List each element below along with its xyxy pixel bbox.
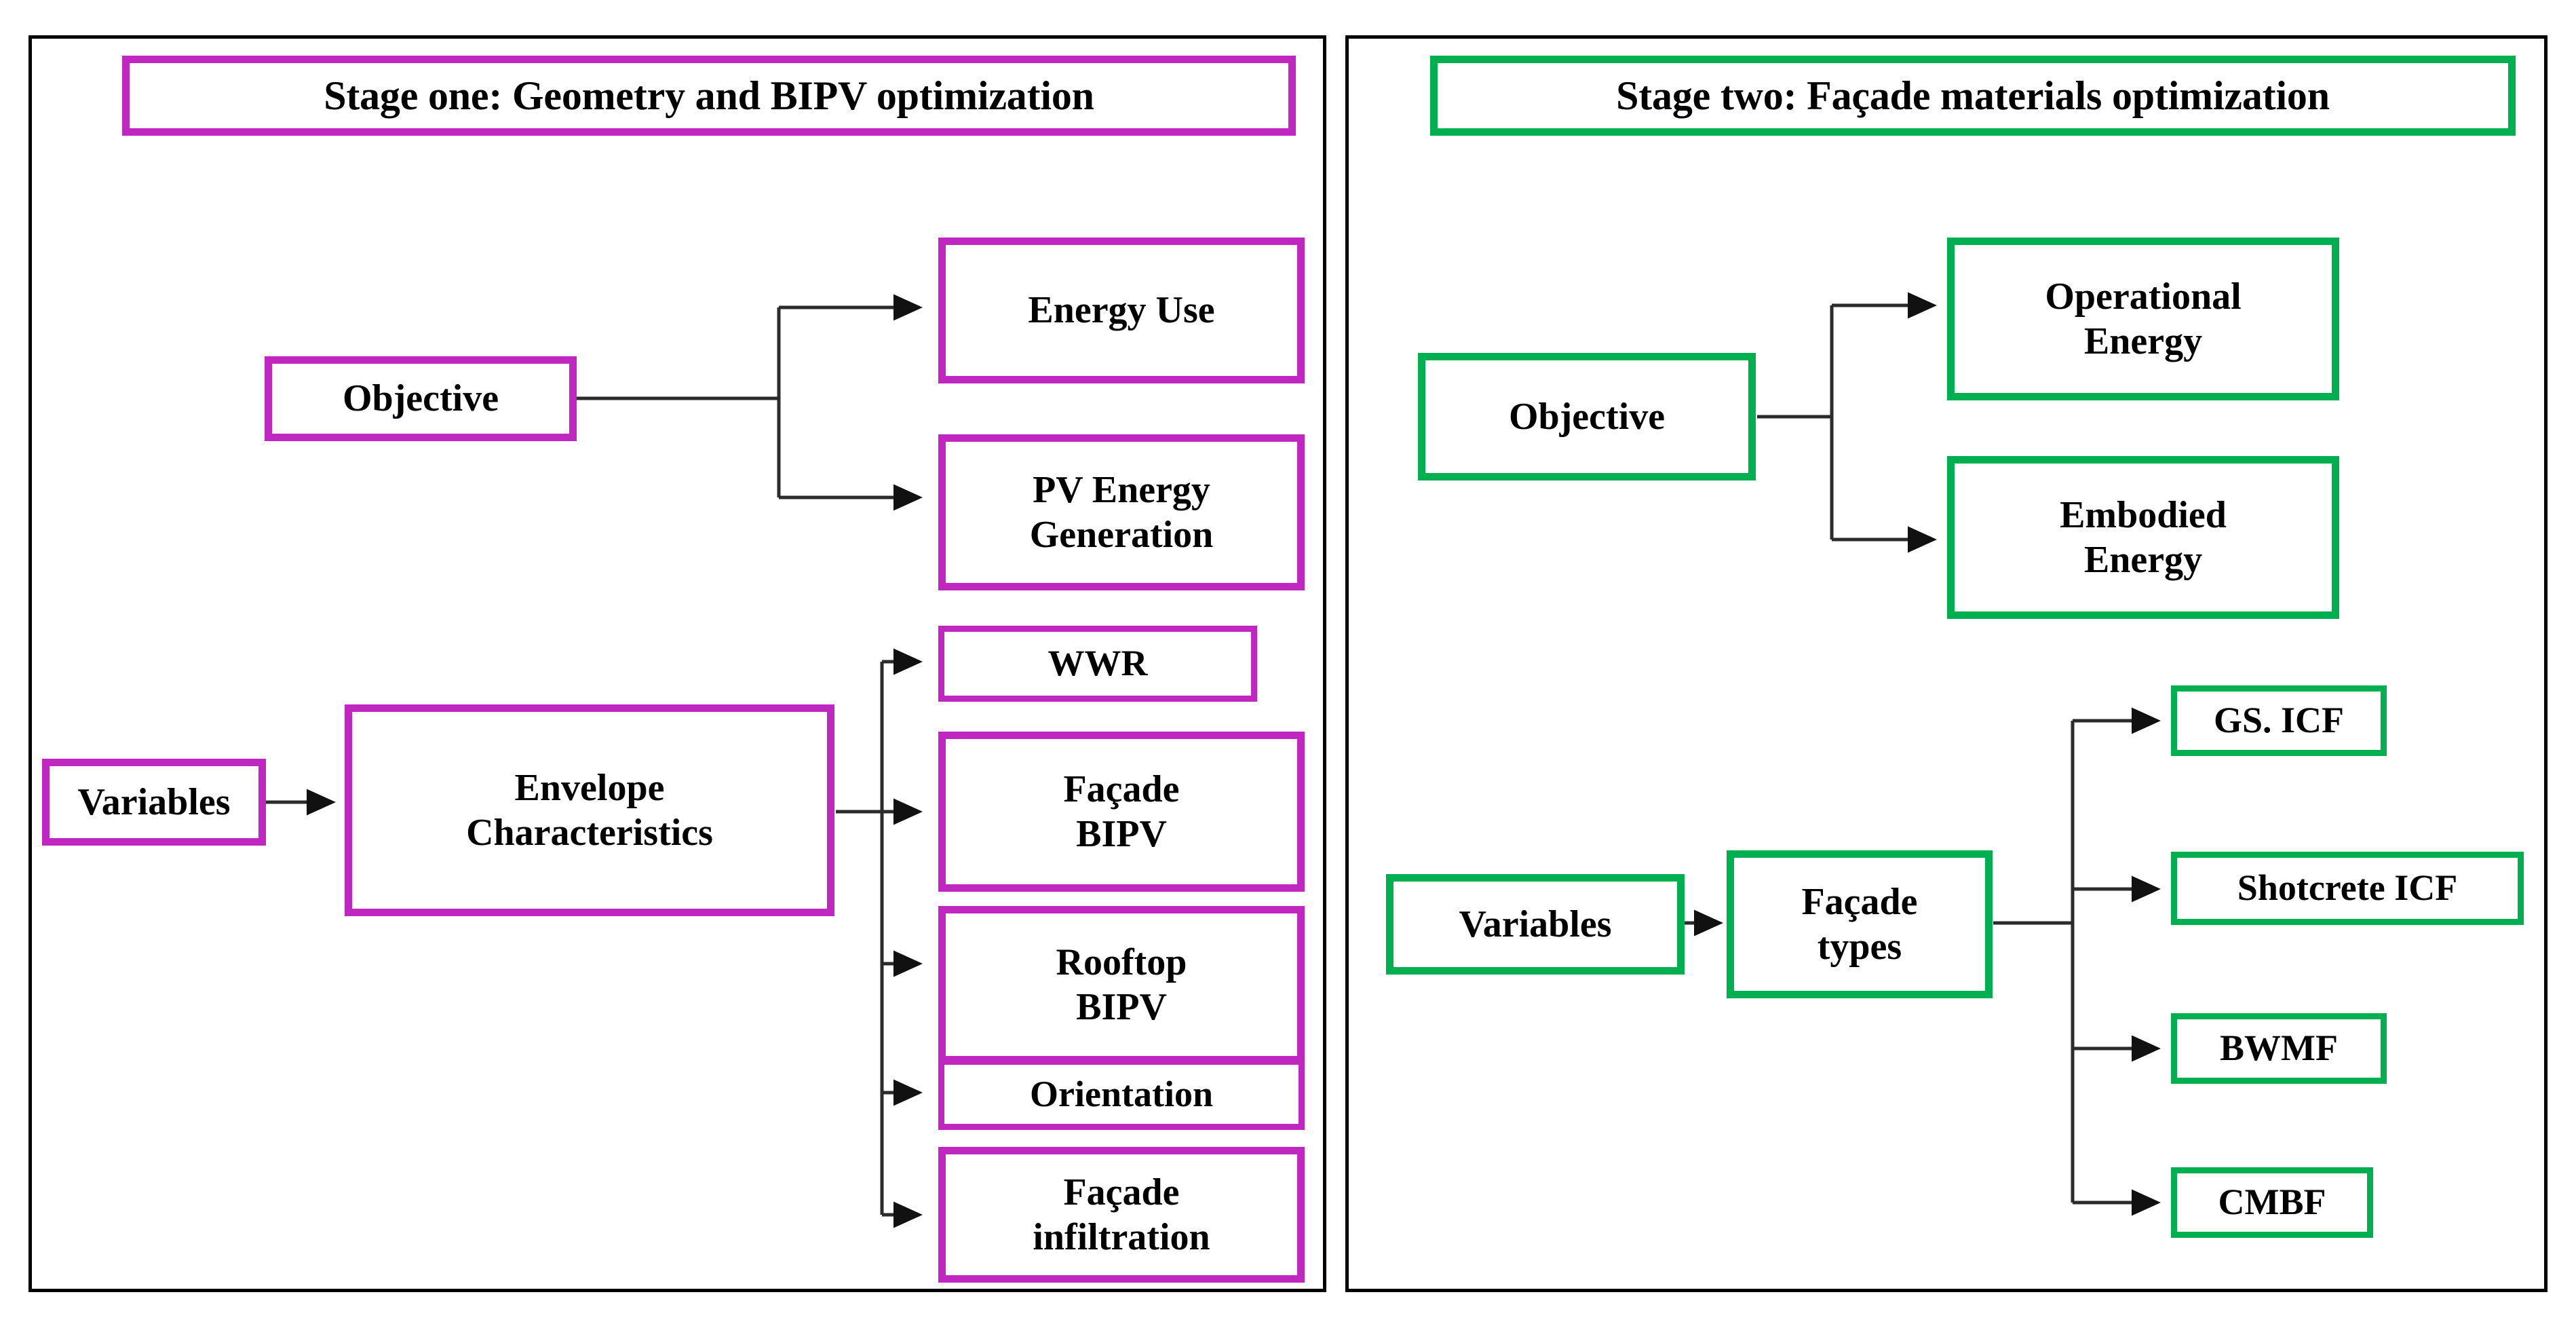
stage-two-panel [1345,35,2548,1292]
stage-two-embodied-energy-node: Embodied Energy [1947,456,2339,619]
stage-one-envelope-node: Envelope Characteristics [345,704,834,916]
stage-one-facade-bipv-node: Façade BIPV [938,732,1305,892]
stage-two-title: Stage two: Façade materials optimization [1430,56,2516,136]
stage-one-pv-energy-node: PV Energy Generation [938,434,1305,590]
stage-two-operational-energy-node: Operational Energy [1947,238,2339,400]
stage-one-objective-node: Objective [265,356,577,441]
stage-one-orientation-node: Orientation [938,1059,1305,1130]
stage-one-facade-infiltration-node: Façade infiltration [938,1147,1305,1283]
stage-two-objective-node: Objective [1418,353,1756,480]
stage-one-wwr-node: WWR [938,626,1257,702]
stage-one-title: Stage one: Geometry and BIPV optimizatio… [122,56,1296,136]
stage-two-cmbf-node: CMBF [2171,1167,2373,1238]
stage-one-variables-node: Variables [42,759,266,846]
stage-two-facade-types-node: Façade types [1727,850,1993,998]
stage-two-shotcrete-icf-node: Shotcrete ICF [2171,852,2524,925]
stage-one-rooftop-bipv-node: Rooftop BIPV [938,906,1305,1063]
stage-one-energy-use-node: Energy Use [938,238,1305,383]
stage-two-variables-node: Variables [1386,874,1685,975]
stage-two-gs-icf-node: GS. ICF [2171,685,2387,756]
stage-two-bwmf-node: BWMF [2171,1013,2387,1084]
